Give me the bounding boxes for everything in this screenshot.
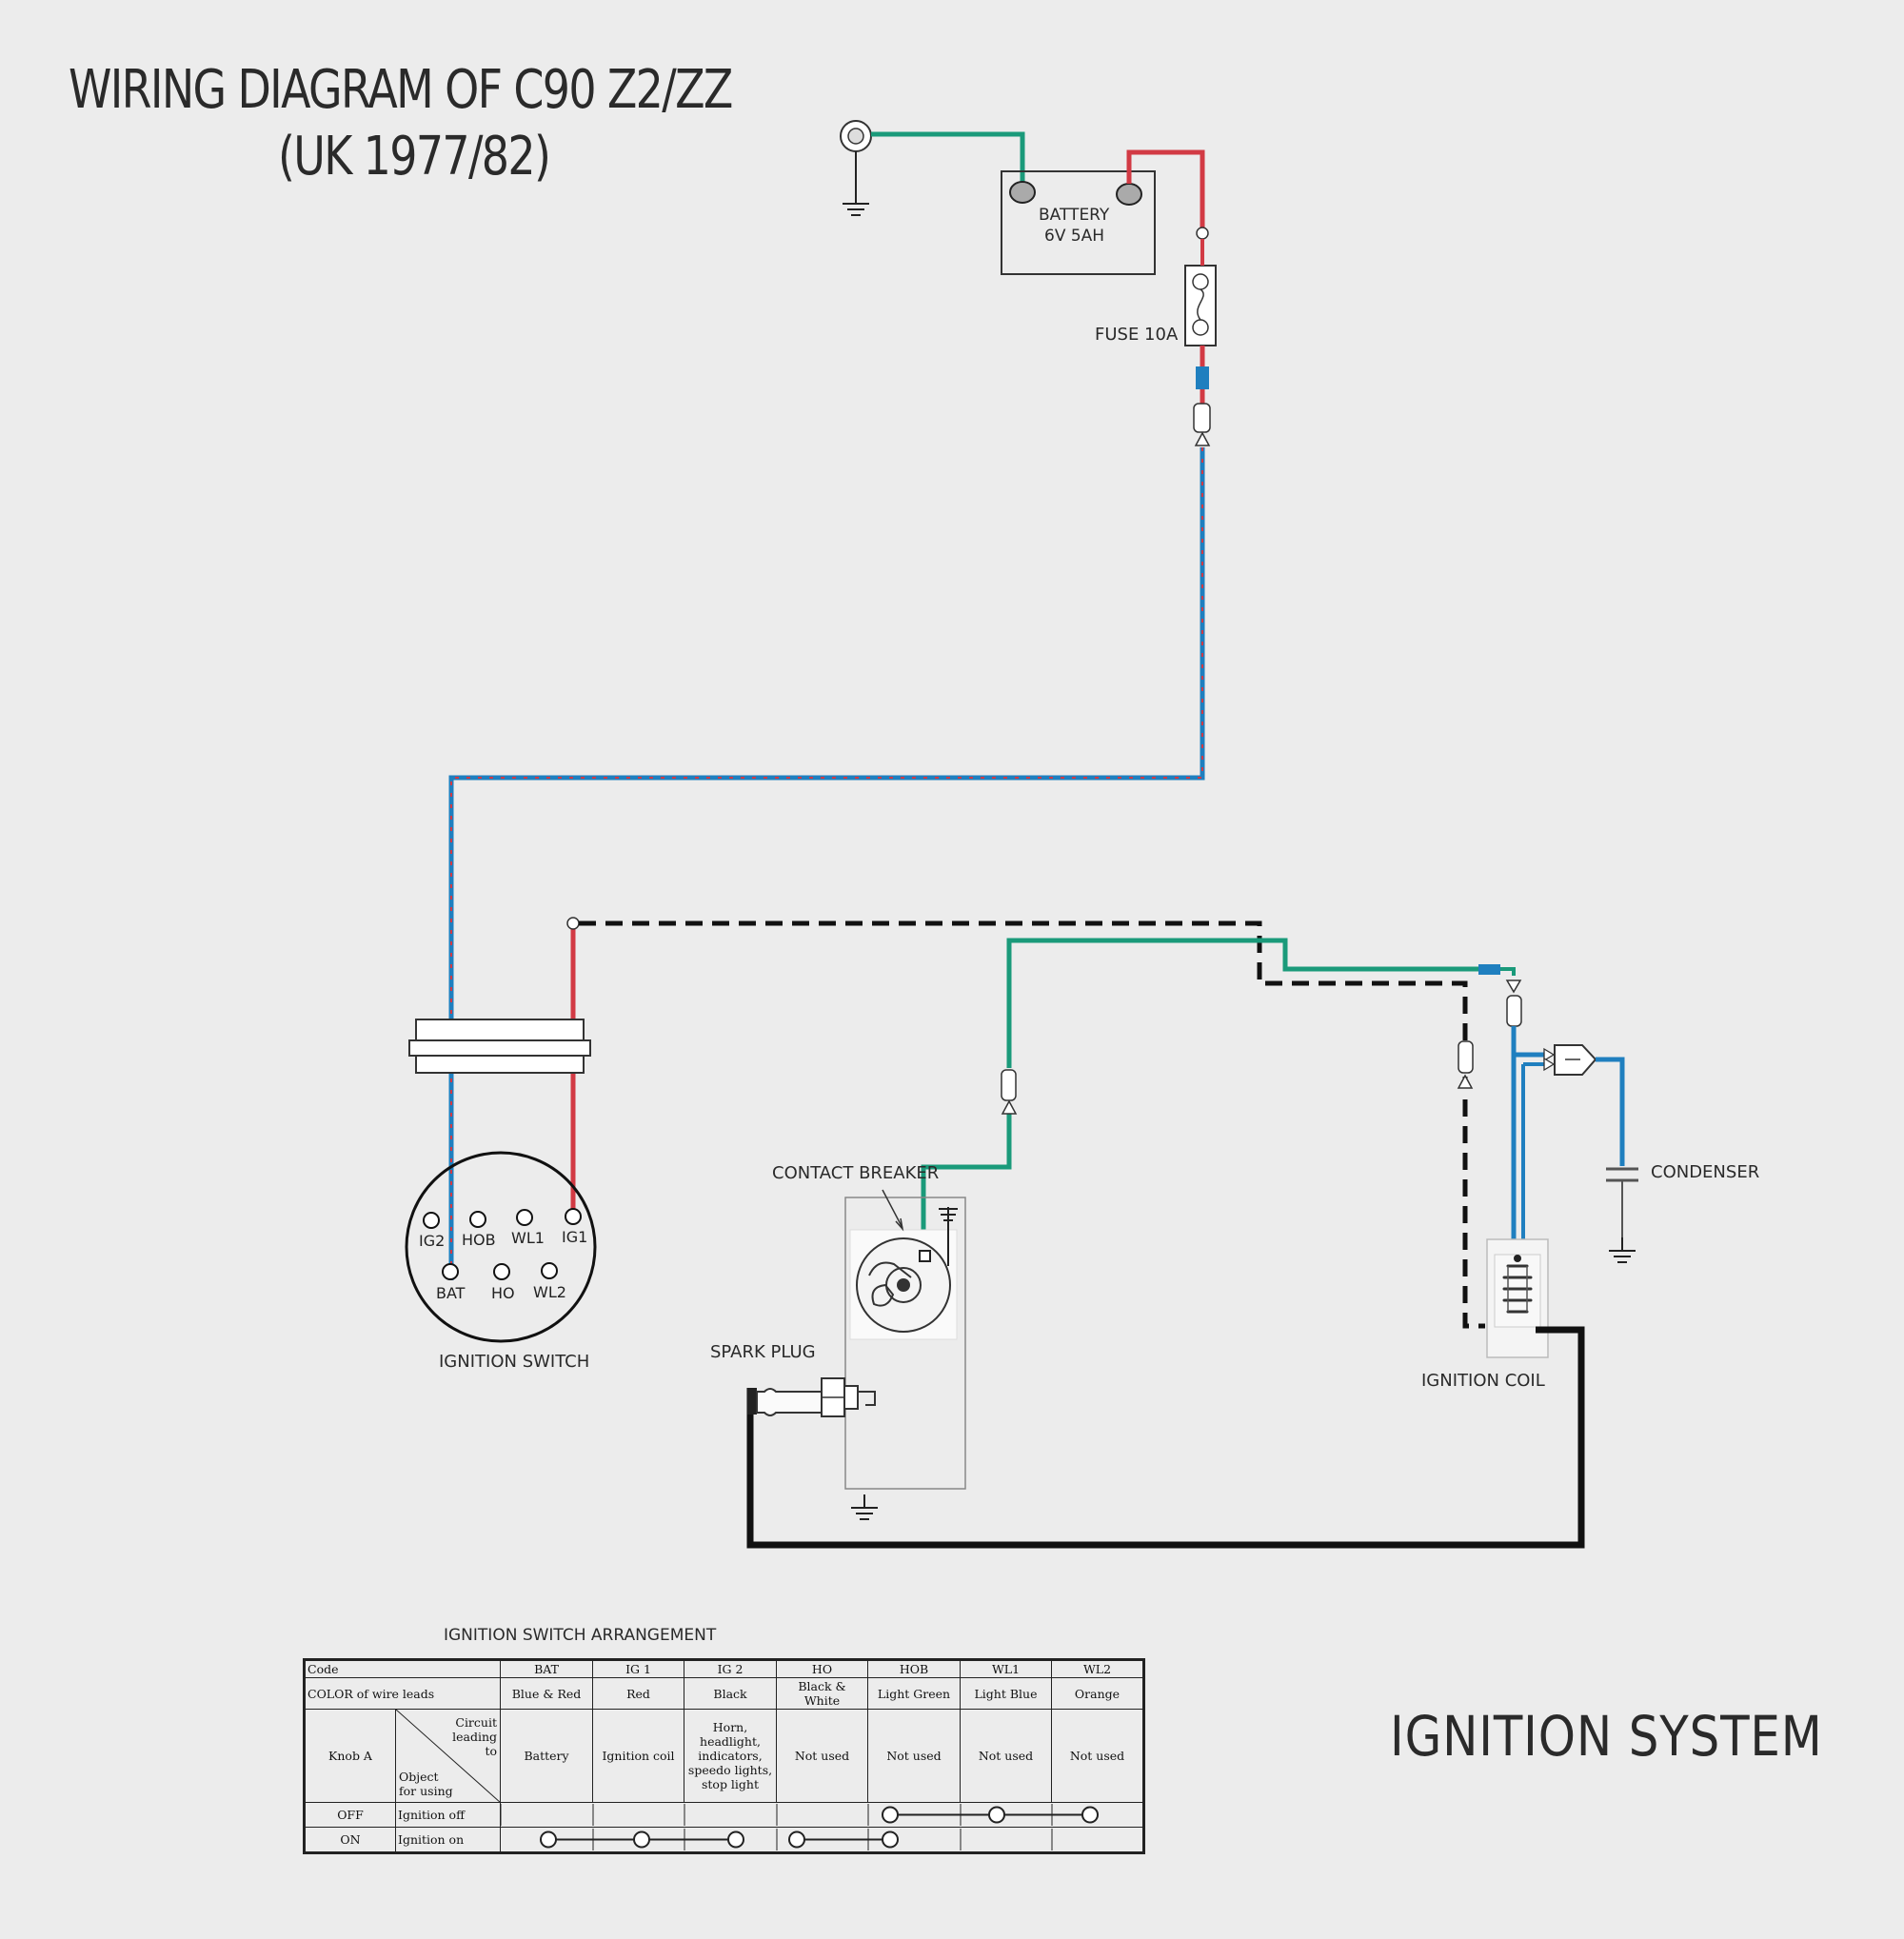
table-row-off: OFF Ignition off — [304, 1802, 1144, 1828]
condenser-label: CONDENSER — [1651, 1162, 1760, 1182]
coil-connector-sleeve — [1478, 964, 1500, 975]
battery-switch-wire — [448, 447, 1205, 1280]
bullet-connector — [1193, 403, 1211, 433]
table-row-code: Code BAT IG 1 IG 2 HO HOB WL1 WL2 — [304, 1659, 1144, 1678]
spark-plug-label: SPARK PLUG — [710, 1342, 816, 1362]
on-connection-chart — [540, 1829, 1053, 1850]
diagram-title: WIRING DIAGRAM OF C90 Z2/ZZ — [69, 59, 733, 121]
pin-hob — [469, 1211, 486, 1228]
pin-label-wl1: WL1 — [511, 1229, 545, 1247]
pin-label-bat: BAT — [436, 1284, 466, 1302]
battery-fuse-wire — [1126, 149, 1205, 228]
coil-feed-wire-dashed — [579, 920, 1468, 1078]
condenser — [1606, 1167, 1638, 1263]
pin-ho — [493, 1263, 510, 1280]
bullet-connector — [1001, 1069, 1017, 1101]
table-row-on: ON Ignition on — [304, 1827, 1144, 1853]
ignition-switch-arrangement-table: Code BAT IG 1 IG 2 HO HOB WL1 WL2 COLOR … — [303, 1658, 1145, 1854]
spark-plug — [747, 1377, 876, 1417]
off-connection-chart — [501, 1804, 1099, 1826]
pin-wl1 — [516, 1209, 533, 1226]
fuse-connector-sleeve — [1196, 366, 1209, 389]
fuse-label: FUSE 10A — [1095, 325, 1179, 345]
battery-ground-wire — [871, 131, 1025, 188]
pin-label-ho: HO — [491, 1284, 515, 1302]
battery — [1001, 170, 1156, 275]
ignition-coil — [1486, 1238, 1549, 1358]
pin-ig1 — [565, 1208, 582, 1225]
ignition-switch — [405, 1151, 597, 1343]
contact-breaker-label: CONTACT BREAKER — [772, 1163, 940, 1183]
battery-label: BATTERY — [1039, 206, 1110, 225]
contact-breaker-wire — [921, 1112, 1012, 1261]
contact-breaker — [844, 1189, 966, 1490]
ignition-switch-label: IGNITION SWITCH — [439, 1352, 590, 1372]
pin-wl2 — [541, 1262, 558, 1279]
pin-label-ig1: IG1 — [562, 1228, 588, 1246]
fuse — [1184, 239, 1217, 346]
ignition-coil-label: IGNITION COIL — [1421, 1371, 1545, 1391]
condenser-wire — [1511, 1026, 1544, 1058]
system-label: IGNITION SYSTEM — [1390, 1704, 1823, 1769]
table-row-circuit: Knob A Circuit leading to Object for usi… — [304, 1709, 1144, 1803]
pin-label-wl2: WL2 — [533, 1283, 566, 1301]
pin-bat — [442, 1263, 459, 1280]
spark-plug-lead — [746, 1326, 1585, 1549]
table-row-color: COLOR of wire leads Blue & Red Red Black… — [304, 1677, 1144, 1710]
bullet-connector — [1506, 995, 1522, 1027]
pin-label-hob: HOB — [462, 1231, 496, 1249]
diagonal-divider — [396, 1710, 501, 1803]
battery-rating-label: 6V 5AH — [1044, 227, 1105, 246]
pin-label-ig2: IG2 — [419, 1232, 446, 1250]
harness-clamp — [408, 1019, 591, 1074]
arrangement-table-title: IGNITION SWITCH ARRANGEMENT — [444, 1626, 717, 1645]
ground-terminal — [840, 120, 872, 216]
diagram-subtitle: (UK 1977/82) — [278, 126, 551, 188]
engine-ground — [850, 1494, 879, 1520]
bullet-connector — [1458, 1040, 1474, 1074]
pin-ig2 — [423, 1212, 440, 1229]
